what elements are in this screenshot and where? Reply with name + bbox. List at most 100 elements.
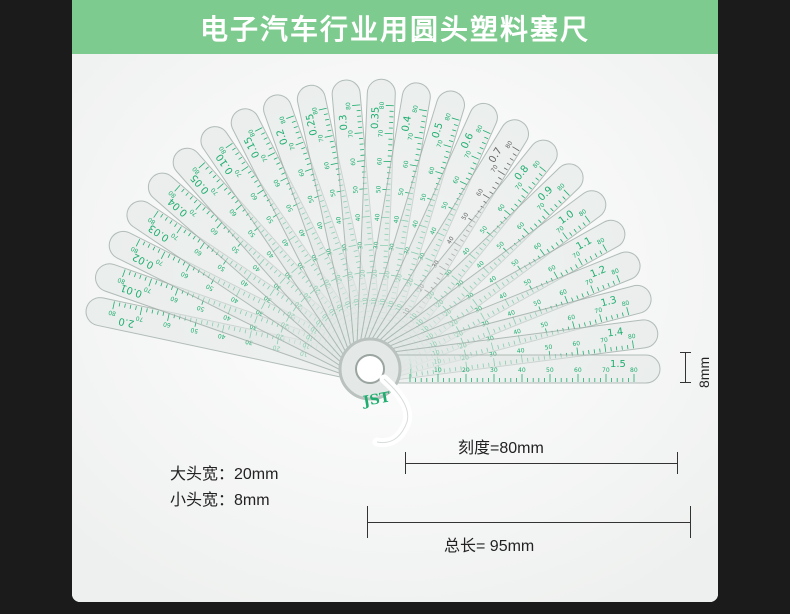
blade-scale-number: 70: [584, 278, 594, 287]
blade-scale-number: 40: [488, 275, 498, 285]
graduation-cap-right: [677, 452, 678, 474]
blade-scale-number: 80: [556, 182, 566, 192]
blade-scale-number: 50: [285, 203, 295, 213]
blade-scale-number: 70: [490, 164, 500, 174]
blade-tick: [122, 269, 126, 278]
blade-tick: [261, 132, 265, 135]
blade-scale-number: 80: [117, 276, 127, 285]
blade-scale-number: 70: [602, 367, 610, 374]
blade-scale-number: 80: [278, 115, 287, 125]
blade-tick: [602, 284, 605, 289]
blade-tick: [297, 136, 302, 139]
blade-scale-number: 50: [265, 214, 275, 224]
blade-tick: [415, 154, 420, 156]
blade-scale-number: 40: [513, 328, 522, 337]
blade-tick: [599, 314, 603, 323]
blade-tick: [560, 272, 564, 277]
blade-tick: [615, 346, 618, 351]
blade-scale-number: 40: [281, 237, 291, 247]
blade-tick: [139, 274, 142, 279]
blade-scale-number: 40: [498, 291, 508, 301]
blade-scale-number: 70: [288, 141, 297, 151]
blade-scale-number: 50: [544, 344, 553, 352]
blade-tick: [539, 166, 547, 172]
blade-tick: [510, 208, 515, 212]
blade-tick: [421, 120, 426, 123]
blade-tick: [503, 167, 508, 171]
blade-tick: [589, 255, 593, 260]
blade-tick: [560, 238, 564, 243]
blade-tick: [534, 223, 538, 227]
total-length-cap-left: [367, 506, 368, 538]
blade-scale-number: 80: [379, 101, 386, 109]
blade-tick: [471, 155, 479, 160]
blade-scale-number: 40: [393, 215, 401, 224]
blade-scale-number: 60: [452, 175, 462, 185]
blade-tick: [167, 254, 171, 258]
blade-tick: [266, 142, 271, 145]
blade-tick: [555, 242, 559, 246]
blade-tick: [276, 162, 281, 165]
blade-tick: [134, 273, 137, 278]
blade-tick: [254, 127, 263, 132]
blade-tick: [235, 200, 239, 204]
blade-tick: [543, 208, 550, 216]
blade-tick: [602, 244, 608, 252]
blade-tick: [216, 221, 223, 229]
header-banner: 电子汽车行业用圆头塑料塞尺: [72, 0, 718, 54]
pivot-hub: [355, 354, 385, 384]
blade-scale-number: 40: [217, 332, 226, 340]
blade-tick: [492, 186, 497, 190]
blade-tick: [570, 266, 573, 271]
blade-scale-number: 60: [297, 168, 306, 178]
blade-tick: [535, 177, 540, 181]
blade-thickness-label: 0.35: [370, 107, 382, 130]
blade-tick: [273, 157, 278, 160]
blade-tick: [605, 316, 608, 321]
blade-tick: [589, 320, 592, 325]
blade-tick: [538, 173, 543, 177]
blade-tick: [332, 151, 337, 154]
blade-body: [95, 263, 376, 383]
blade-scale-number: 60: [496, 203, 506, 213]
blade-tick: [135, 305, 137, 311]
blade-tick: [118, 302, 121, 307]
blade-scale-number: 50: [533, 299, 543, 308]
blade-scale-number: 40: [230, 295, 240, 305]
blade-tick: [306, 163, 311, 166]
blade-tick: [291, 120, 296, 123]
blade-scale-number: 60: [180, 270, 190, 280]
blade-scale-number: 60: [350, 158, 358, 166]
total-length-label: 总长= 95mm: [444, 538, 535, 555]
blade-tick: [453, 124, 458, 127]
blade-scale-number: 40: [222, 313, 232, 322]
blade-tick: [419, 109, 428, 112]
blade-tick: [225, 142, 233, 149]
blade-scale-number: 50: [375, 185, 382, 193]
blade-scale-number: 40: [461, 246, 471, 256]
blade-tick: [235, 152, 239, 156]
blade-tick: [444, 156, 449, 159]
blade-tick: [626, 307, 630, 316]
blade-scale-number: 60: [228, 207, 238, 217]
blade-tick: [304, 168, 313, 172]
blade-scale-number: 60: [402, 160, 410, 169]
blade-tick: [420, 126, 425, 128]
blade-tick: [621, 345, 623, 350]
blade-scale-number: 80: [532, 159, 542, 169]
blade-tick: [594, 319, 597, 324]
blade-tick: [169, 220, 173, 224]
blade-scale-number: 50: [460, 211, 470, 221]
blade-scale-number: 60: [272, 178, 282, 188]
blade-tick: [593, 349, 596, 354]
blade-scale-number: 50: [230, 244, 240, 254]
blade-scale-number: 70: [464, 150, 474, 160]
blade-scale-number: 80: [578, 208, 588, 218]
blade-scale-number: 80: [108, 308, 117, 316]
blade-tick: [584, 215, 591, 223]
blade-tick: [192, 235, 196, 240]
blade-scale-number: 50: [329, 188, 338, 197]
blade-tick: [323, 113, 328, 115]
blade-tick: [632, 340, 634, 349]
